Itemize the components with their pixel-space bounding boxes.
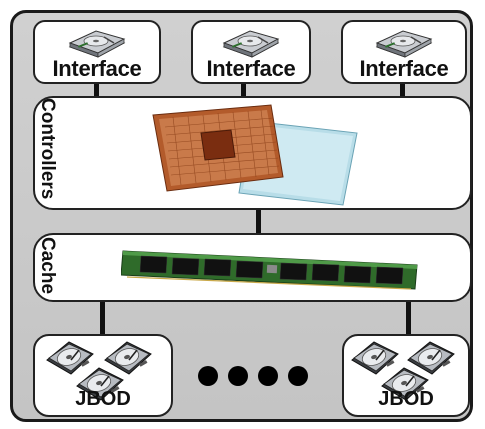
cache-box[interactable]: Cache xyxy=(33,233,472,302)
interface-box[interactable]: Interface xyxy=(33,20,161,84)
interface-box[interactable]: Interface xyxy=(341,20,467,84)
ellipsis-dot xyxy=(288,366,308,386)
connector-cache-jbod-right xyxy=(406,300,411,336)
connector-interface-2 xyxy=(241,82,246,98)
connector-interface-1 xyxy=(94,82,99,98)
interface-box[interactable]: Interface xyxy=(191,20,311,84)
jbod-box[interactable]: JBOD xyxy=(33,334,173,417)
connector-interface-3 xyxy=(400,82,405,98)
jbod-box[interactable]: JBOD xyxy=(342,334,470,417)
connector-controllers-cache xyxy=(256,208,261,235)
ellipsis-dot xyxy=(258,366,278,386)
interface-label: Interface xyxy=(206,56,296,81)
cpu-icon xyxy=(152,104,358,206)
connector-cache-jbod-left xyxy=(100,300,105,336)
controllers-label: Controllers xyxy=(37,98,58,200)
ellipsis-dot xyxy=(198,366,218,386)
controllers-box[interactable]: Controllers xyxy=(33,96,472,210)
interface-label: Interface xyxy=(359,56,449,81)
interface-label: Interface xyxy=(52,56,142,81)
cache-label: Cache xyxy=(37,237,58,295)
ellipsis-dot xyxy=(228,366,248,386)
jbod-label: JBOD xyxy=(378,388,434,410)
jbod-label: JBOD xyxy=(75,388,131,410)
ram-module-icon xyxy=(121,250,418,290)
